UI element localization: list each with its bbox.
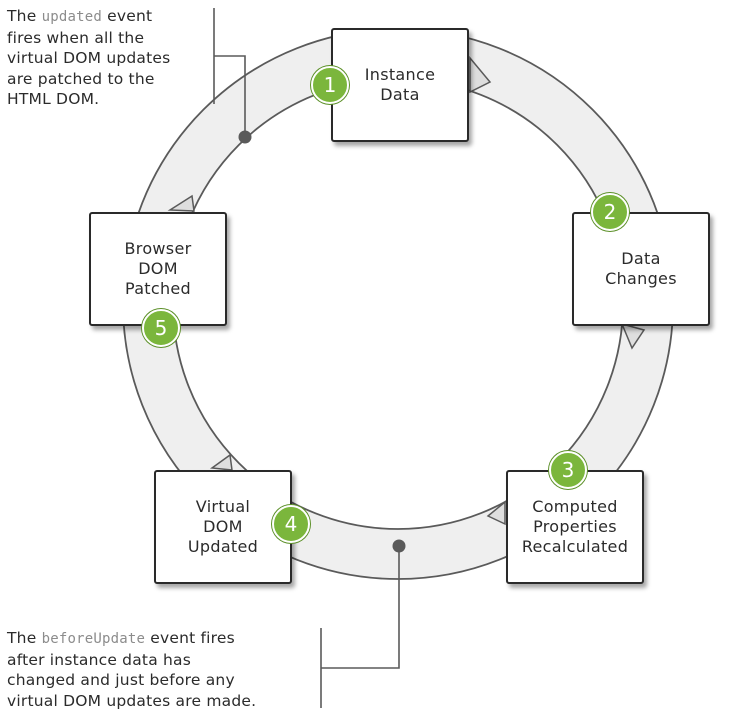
before-update-event-note: The beforeUpdate event fires after insta… <box>7 628 317 711</box>
updated-event-name: updated <box>41 9 102 25</box>
before-update-note-prefix: The <box>7 629 42 647</box>
step-label-data-changes: Data Changes <box>605 249 677 288</box>
before-update-event-marker <box>392 539 406 553</box>
arrowhead-top-left <box>167 194 195 212</box>
step-box-virtual-dom: Virtual DOM Updated <box>154 470 292 584</box>
step-label-virtual-dom: Virtual DOM Updated <box>187 497 259 556</box>
step-box-computed-properties: Computed Properties Recalculated <box>506 470 644 584</box>
arrowhead-right <box>620 322 646 350</box>
updated-note-body: event fires when all the virtual DOM upd… <box>7 7 171 108</box>
updated-event-note: The updated event fires when all the vir… <box>7 6 212 110</box>
before-update-callout-connector <box>321 548 400 669</box>
step-badge-3: 3 <box>549 451 587 489</box>
step-badge-1: 1 <box>311 66 349 104</box>
step-label-instance-data: Instance Data <box>364 65 436 104</box>
arrowhead-bottom-left <box>209 453 233 471</box>
arrowhead-top-right <box>469 55 492 94</box>
step-badge-5: 5 <box>142 309 180 347</box>
step-badge-2: 2 <box>591 193 629 231</box>
step-label-computed-properties: Computed Properties Recalculated <box>521 497 629 556</box>
updated-note-prefix: The <box>7 7 42 25</box>
before-update-event-name: beforeUpdate <box>41 631 146 647</box>
updated-callout-connector <box>214 55 246 136</box>
before-update-note-body: event fires after instance data has chan… <box>7 629 257 710</box>
step-box-data-changes: Data Changes <box>572 212 710 326</box>
step-box-instance-data: Instance Data <box>331 28 469 142</box>
arrowhead-bottom-right <box>486 500 506 526</box>
step-badge-4: 4 <box>272 505 310 543</box>
updated-event-marker <box>238 130 252 144</box>
step-label-browser-dom: Browser DOM Patched <box>124 239 192 298</box>
